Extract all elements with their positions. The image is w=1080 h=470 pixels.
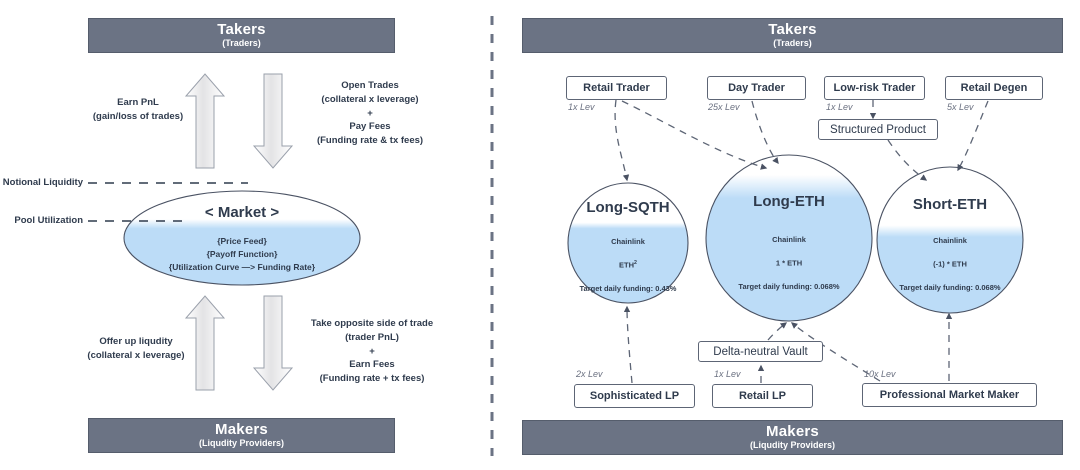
leverage-low-risk-trader: 1x Lev: [826, 102, 853, 112]
link-pmm-to-long-eth: [791, 322, 881, 382]
left-takers-subtitle: (Traders): [222, 37, 261, 48]
take-opposite-label: Take opposite side of trade (trader PnL)…: [310, 318, 434, 385]
link-day-trader-to-long-eth: [751, 100, 779, 165]
long-eth-circle: [705, 154, 873, 322]
leverage-retail-lp: 1x Lev: [714, 369, 741, 379]
long-eth-detail: Chainlink 1 * ETH Target daily funding: …: [738, 222, 839, 304]
long-eth-funding: Target daily funding: 0.068%: [738, 281, 840, 291]
actor-retail-trader[interactable]: Retail Trader: [566, 76, 667, 100]
left-makers-bar: Makers (Liqudity Providers): [88, 418, 395, 453]
pool-utilization-label: Pool Utilization: [14, 215, 83, 226]
actor-retail-lp[interactable]: Retail LP: [712, 384, 813, 408]
left-takers-bar: Takers (Traders): [88, 18, 395, 53]
offer-liquidity-label: Offer up liqudity (collateral x leverage…: [87, 336, 185, 361]
open-trades-label: Open Trades (collateral x leverage) + Pa…: [316, 80, 424, 147]
long-sqth-funding: Target daily funding: 0.43%: [579, 283, 677, 293]
link-structured-to-short-eth: [887, 139, 928, 181]
actor-sophisticated-lp[interactable]: Sophisticated LP: [574, 384, 695, 408]
node-delta-neutral-vault[interactable]: Delta-neutral Vault: [698, 341, 823, 362]
short-eth-oracle: Chainlink: [933, 235, 967, 245]
short-eth-funding: Target daily funding: 0.068%: [899, 282, 1001, 292]
open-trades-arrow: [252, 73, 294, 169]
offer-liquidity-arrow: [184, 295, 226, 391]
market-title: < Market >: [204, 204, 280, 221]
long-eth-oracle: Chainlink: [772, 234, 806, 244]
leverage-sophisticated-lp: 2x Lev: [576, 369, 603, 379]
left-makers-subtitle: (Liqudity Providers): [198, 437, 284, 448]
market-node: < Market > {Price Feed} {Payoff Function…: [124, 191, 360, 285]
link-retail-degen-to-short-eth: [957, 100, 989, 172]
leverage-day-trader: 25x Lev: [708, 102, 740, 112]
long-sqth-circle: [567, 182, 689, 304]
short-eth-detail: Chainlink (-1) * ETH Target daily fundin…: [899, 223, 1000, 305]
node-structured-product[interactable]: Structured Product: [818, 119, 938, 140]
link-retail-trader-to-long-sqth: [614, 99, 630, 182]
actor-day-trader[interactable]: Day Trader: [707, 76, 806, 100]
earn-pnl-label: Earn PnL (gain/loss of trades): [92, 97, 184, 122]
link-sophisticated-lp-to-long-sqth: [623, 305, 633, 384]
market-ellipse: [123, 190, 361, 286]
right-makers-subtitle: (Liqudity Providers): [749, 439, 835, 450]
earn-pnl-arrow: [184, 73, 226, 169]
leverage-retail-degen: 5x Lev: [947, 102, 974, 112]
short-eth-payoff: (-1) * ETH: [933, 259, 967, 269]
leverage-professional-market-maker: 10x Lev: [864, 369, 896, 379]
right-takers-title: Takers: [768, 20, 817, 38]
long-sqth-detail: Chainlink ETH2 Target daily funding: 0.4…: [580, 224, 677, 306]
actor-professional-market-maker[interactable]: Professional Market Maker: [862, 383, 1037, 407]
right-makers-bar: Makers (Liqudity Providers): [522, 420, 1063, 455]
market-long-sqth[interactable]: Long-SQTH Chainlink ETH2 Target daily fu…: [568, 199, 688, 306]
right-takers-subtitle: (Traders): [773, 37, 812, 48]
link-vault-to-long-eth: [767, 322, 788, 341]
leverage-retail-trader: 1x Lev: [568, 102, 595, 112]
long-sqth-title: Long-SQTH: [586, 199, 670, 216]
link-retail-trader-to-long-eth: [621, 100, 768, 170]
take-opposite-arrow: [252, 295, 294, 391]
long-eth-payoff: 1 * ETH: [775, 258, 803, 268]
left-takers-title: Takers: [217, 20, 266, 38]
right-takers-bar: Takers (Traders): [522, 18, 1063, 53]
market-long-eth[interactable]: Long-ETH Chainlink 1 * ETH Target daily …: [706, 193, 872, 304]
right-makers-title: Makers: [766, 422, 819, 440]
actor-low-risk-trader[interactable]: Low-risk Trader: [824, 76, 925, 100]
market-short-eth[interactable]: Short-ETH Chainlink (-1) * ETH Target da…: [877, 196, 1023, 305]
long-eth-title: Long-ETH: [753, 193, 825, 210]
long-sqth-oracle: Chainlink: [611, 236, 645, 246]
market-body: {Price Feed} {Payoff Function} {Utilizat…: [168, 236, 316, 272]
long-sqth-payoff: ETH2: [619, 259, 637, 270]
actor-retail-degen[interactable]: Retail Degen: [945, 76, 1043, 100]
notional-liquidity-label: Notional Liquidity: [2, 177, 83, 188]
short-eth-title: Short-ETH: [912, 196, 988, 213]
left-makers-title: Makers: [215, 420, 268, 438]
